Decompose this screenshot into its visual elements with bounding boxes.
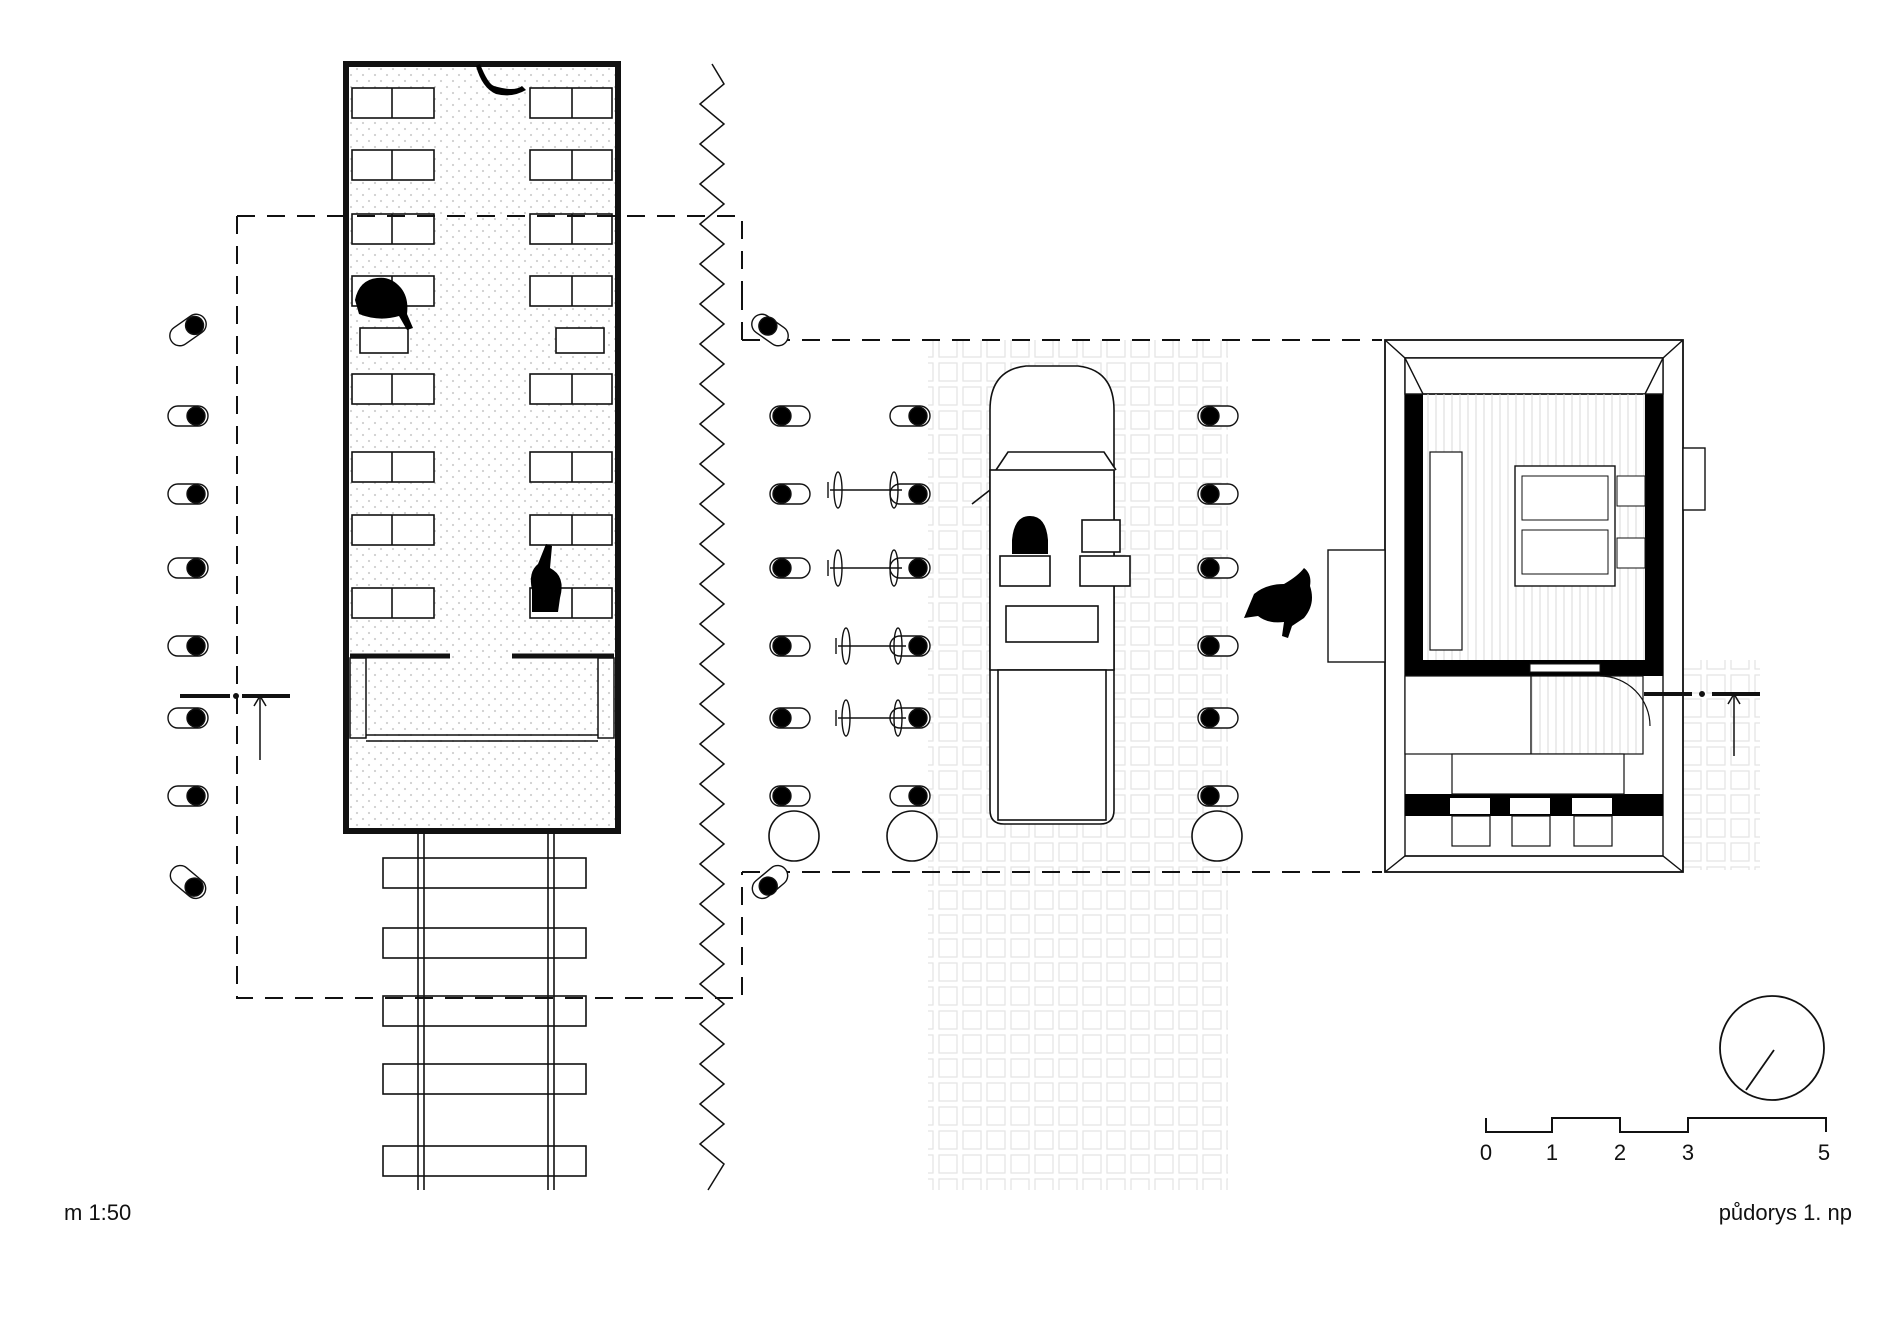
scale-ratio-label: m 1:50 [64,1200,132,1225]
bollards [167,313,1239,900]
section-break-line [698,63,726,1191]
north-arrow-icon [1719,995,1825,1101]
round-planters [768,810,1243,862]
bicycles [827,471,906,737]
house-plan [1327,339,1706,873]
scale-tick-label: 1 [1545,1140,1559,1165]
dog-silhouette [1244,568,1312,638]
drawing-title-label: půdorys 1. np [1718,1200,1852,1225]
section-marker-left [180,693,290,760]
scale-tick-label: 3 [1681,1140,1695,1165]
roof-outline-dashed [236,215,1382,999]
scale-tick-label: 0 [1479,1140,1493,1165]
scale-bar [1485,1117,1827,1133]
scale-tick-label: 2 [1613,1140,1627,1165]
scale-tick-label: 5 [1817,1140,1831,1165]
people-silhouettes [355,64,562,612]
driver-silhouette [1012,516,1048,554]
section-marker-right [1644,691,1760,756]
pickup-truck [971,365,1131,825]
train-car [343,61,621,834]
railway-track [382,830,587,1190]
